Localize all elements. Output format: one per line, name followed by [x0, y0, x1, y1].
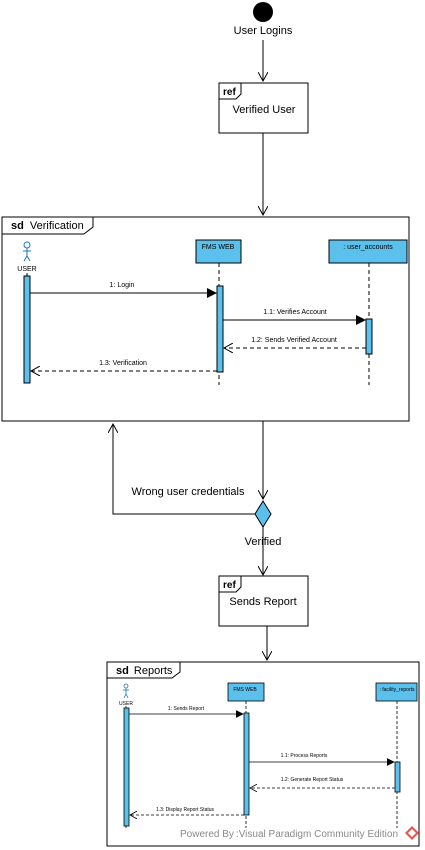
activation-web-2 — [243, 712, 250, 816]
guard-wrong-credentials: Wrong user credentials — [132, 486, 245, 498]
frame1-tag: sd — [11, 220, 24, 232]
message-sends-report-label: 1: Sends Report — [168, 706, 205, 712]
lifeline-db-label: : user_accounts — [343, 244, 393, 251]
lifeline-db-label-2: : facility_reports — [379, 687, 415, 693]
visual-paradigm-logo-icon — [405, 826, 419, 840]
footer-watermark: Powered By :Visual Paradigm Community Ed… — [180, 829, 398, 840]
actor-user — [23, 241, 31, 262]
lifeline-db-head — [328, 239, 408, 264]
activation-web — [216, 285, 224, 373]
message-generate-status-label: 1.2: Generate Report Status — [281, 777, 344, 783]
frame-reports: sd Reports USER FMS WEB : facility_repor… — [106, 661, 420, 847]
message-process-reports-label: 1.1: Process Reports — [281, 753, 328, 759]
flow-wrong-credentials — [113, 424, 255, 515]
lifeline-web-label: FMS WEB — [202, 244, 235, 251]
actor-user-2 — [123, 683, 129, 699]
activation-db — [365, 318, 373, 355]
decision-node — [254, 500, 272, 528]
actor-user-label: USER — [17, 266, 36, 273]
activation-user-2 — [123, 707, 130, 827]
svg-text:sd Verification: sd Verification — [11, 220, 84, 232]
message-login-label: 1: Login — [110, 282, 135, 289]
message-sends-verified-label: 1.2: Sends Verified Account — [251, 337, 337, 344]
message-display-status-label: 1.3: Display Report Status — [156, 807, 215, 813]
activation-db-2 — [394, 761, 401, 793]
frame2-tag: sd — [116, 665, 129, 677]
lifeline-db-head-2 — [375, 682, 418, 702]
frame2-name: Reports — [134, 665, 173, 677]
actor-user-2-label: USER — [119, 701, 133, 707]
frame-verification: sd Verification USER FMS WEB : user_acco… — [1, 216, 410, 422]
ref1-tag: ref — [223, 87, 236, 98]
message-verifies-account-label: 1.1: Verifies Account — [263, 309, 326, 316]
svg-text:sd Reports: sd Reports — [116, 665, 173, 677]
lifeline-web-label-2: FMS WEB — [233, 687, 257, 693]
ref2-label: Sends Report — [229, 596, 296, 608]
frame1-name: Verification — [30, 220, 84, 232]
ref1-label: Verified User — [233, 104, 296, 116]
ref2-tag: ref — [223, 580, 236, 591]
ref-sends-report: ref Sends Report — [218, 575, 309, 627]
guard-verified: Verified — [245, 536, 282, 548]
start-label: User Logins — [234, 25, 293, 37]
ref-verified-user: ref Verified User — [218, 82, 309, 134]
initial-node — [253, 2, 273, 22]
activation-user — [23, 275, 31, 384]
message-verification-label: 1.3: Verification — [99, 360, 147, 367]
